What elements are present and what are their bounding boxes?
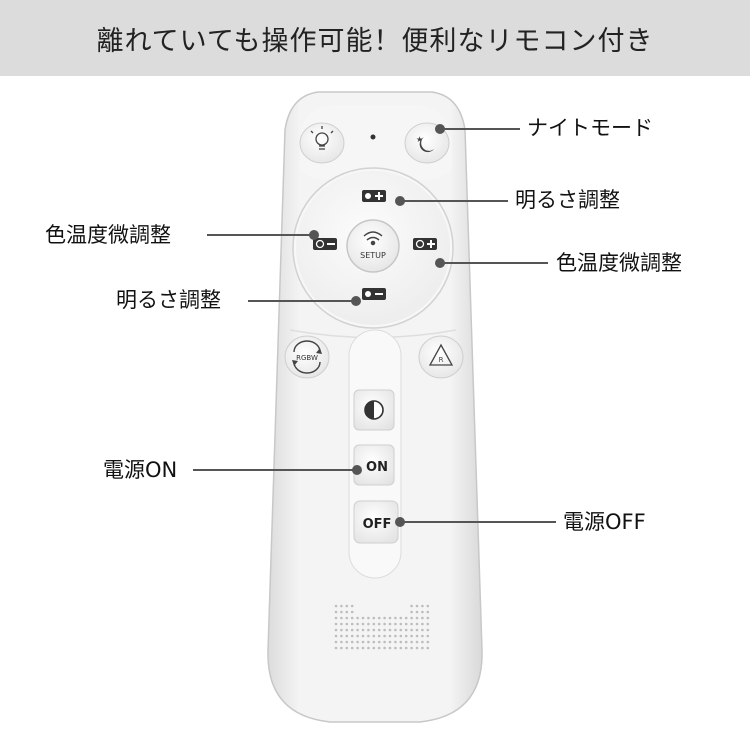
leader-color-temp-right (440, 262, 548, 264)
indicator-dot (370, 134, 376, 140)
header-title: 離れていても操作可能！便利なリモコン付き (96, 25, 654, 57)
speaker-grill (334, 604, 430, 650)
callout-power-on: 電源ON (103, 458, 178, 482)
leader-dot-brightness-down (351, 296, 361, 306)
recycle-button[interactable]: R (418, 335, 464, 379)
brightness-up-button[interactable] (362, 190, 386, 202)
brightness-minus-icon (365, 291, 383, 297)
color-temp-minus-icon (315, 239, 335, 249)
callout-brightness-up: 明るさ調整 (515, 188, 620, 212)
power-off-button[interactable]: OFF (353, 500, 399, 544)
brightness-plus-icon (365, 192, 383, 200)
half-circle-button[interactable] (353, 389, 395, 431)
leader-dot-night-mode (435, 124, 445, 134)
color-temp-left-button[interactable] (313, 238, 337, 250)
leader-power-off (400, 521, 556, 523)
bulb-button[interactable] (299, 122, 345, 164)
callout-color-temp-right: 色温度微調整 (556, 251, 682, 275)
svg-text:R: R (439, 356, 444, 364)
leader-dot-brightness-up (395, 196, 405, 206)
setup-label: SETUP (360, 251, 386, 260)
leader-dot-power-off (395, 517, 405, 527)
callout-color-temp-left: 色温度微調整 (45, 223, 171, 247)
color-temp-right-button[interactable] (413, 238, 437, 250)
rgbw-label: RGBW (296, 354, 318, 362)
leader-dot-power-on (352, 465, 362, 475)
rgbw-cycle-icon (292, 340, 322, 374)
leader-brightness-down (248, 300, 358, 302)
leader-night-mode (440, 128, 520, 130)
on-label: ON (366, 460, 388, 475)
brightness-down-button[interactable] (362, 288, 386, 300)
wifi-icon (363, 231, 383, 246)
leader-dot-color-temp-left (309, 230, 319, 240)
rgbw-button[interactable]: RGBW (284, 335, 330, 379)
bulb-icon (310, 126, 334, 150)
leader-power-on (193, 469, 358, 471)
callout-power-off: 電源OFF (563, 510, 646, 534)
off-label: OFF (363, 517, 392, 532)
header-bar: 離れていても操作可能！便利なリモコン付き (0, 0, 750, 76)
setup-button[interactable]: SETUP (346, 219, 400, 273)
leader-dot-color-temp-right (435, 258, 445, 268)
callout-brightness-down: 明るさ調整 (116, 288, 221, 312)
moon-star-icon: ★ (416, 135, 434, 153)
recycle-icon: R (428, 343, 454, 366)
color-temp-plus-icon (415, 239, 435, 249)
callout-night-mode: ナイトモード (527, 116, 653, 140)
leader-brightness-up (400, 200, 508, 202)
svg-text:★: ★ (416, 135, 423, 144)
leader-color-temp-left (207, 234, 315, 236)
half-circle-icon (364, 400, 384, 420)
